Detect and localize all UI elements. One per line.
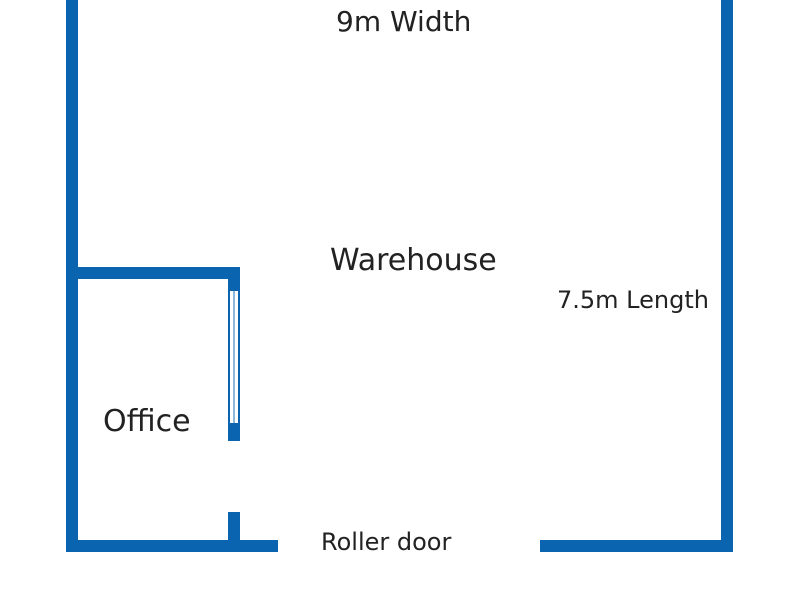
window-pane bbox=[233, 291, 235, 423]
office-label: Office bbox=[103, 404, 191, 439]
office-right-wall-upper bbox=[228, 267, 240, 291]
width-dimension-label: 9m Width bbox=[336, 5, 472, 38]
roller-door-label: Roller door bbox=[321, 528, 452, 556]
office-top-wall bbox=[66, 267, 240, 279]
bottom-wall-right-segment bbox=[540, 540, 733, 552]
office-window bbox=[228, 291, 240, 423]
length-dimension-label: 7.5m Length bbox=[557, 286, 709, 314]
office-right-wall-middle bbox=[228, 423, 240, 441]
office-door-opening bbox=[228, 441, 240, 512]
warehouse-label: Warehouse bbox=[330, 243, 497, 278]
bottom-wall-left-segment bbox=[66, 540, 278, 552]
right-outer-wall bbox=[721, 0, 733, 552]
office-right-wall-lower bbox=[228, 512, 240, 552]
